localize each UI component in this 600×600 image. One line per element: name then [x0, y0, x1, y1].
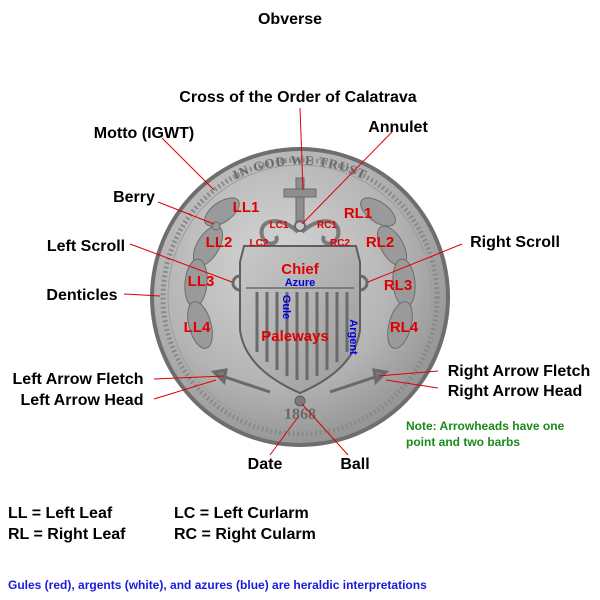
- shield-stripes: [255, 292, 349, 380]
- right-wreath: [360, 197, 416, 349]
- leader-cross: [299, 107, 304, 191]
- curlarms: [259, 219, 341, 246]
- label-rl1: RL1: [344, 205, 372, 222]
- arrowhead-note: Note: Arrowheads have one point and two …: [406, 419, 565, 449]
- label-ll3: LL3: [188, 273, 215, 290]
- leader-annulet: [301, 131, 393, 225]
- label-lc1: LC1: [270, 220, 289, 231]
- right-curlarm: [300, 219, 341, 246]
- annulet: [294, 220, 306, 232]
- heraldic-footnote: Gules (red), argents (white), and azures…: [8, 578, 427, 592]
- right-leaf-4: [387, 301, 413, 349]
- on-coin-labels: LL1 LL2 LL3 LL4 RL1 RL2 RL3 RL4 LC1 LC2 …: [184, 199, 419, 355]
- cross: [283, 177, 317, 232]
- label-ll4: LL4: [184, 319, 211, 336]
- label-cross: Cross of the Order of Calatrava: [179, 89, 417, 106]
- shield-outline: [239, 245, 361, 395]
- label-rc1: RC1: [317, 220, 337, 231]
- label-berry: Berry: [113, 189, 155, 206]
- right-leaf-1: [360, 197, 396, 227]
- ball: [294, 395, 306, 407]
- label-lc2: LC2: [250, 238, 269, 249]
- legend-rl: RL = Right Leaf: [8, 526, 126, 543]
- label-rl2: RL2: [366, 234, 394, 251]
- leader-date: [269, 416, 299, 456]
- leader-berry: [157, 201, 215, 225]
- leader-ball: [301, 403, 349, 456]
- label-left-scroll: Left Scroll: [47, 238, 125, 255]
- label-argent: Argent: [347, 319, 359, 355]
- coin: IN GOD WE TRUST: [150, 147, 450, 447]
- leader-right-fletch: [377, 370, 439, 377]
- inner-border: [167, 164, 433, 430]
- leader-denticles: [123, 293, 161, 297]
- legend-lc: LC = Left Curlarm: [174, 505, 309, 522]
- cross-horizontal: [283, 188, 317, 198]
- label-date: Date: [248, 456, 283, 473]
- label-left-arrow-head: Left Arrow Head: [21, 392, 144, 409]
- label-chief: Chief: [281, 261, 320, 278]
- left-leaf-4: [187, 301, 213, 349]
- label-paleways: Paleways: [261, 328, 329, 345]
- label-right-arrow-head: Right Arrow Head: [448, 383, 583, 400]
- left-arrow: [221, 374, 271, 394]
- leader-right-head: [385, 379, 439, 389]
- legend-rc: RC = Right Cularm: [174, 526, 316, 543]
- shield: [239, 245, 361, 395]
- label-rl4: RL4: [390, 319, 419, 336]
- label-rl3: RL3: [384, 277, 412, 294]
- label-denticles: Denticles: [46, 287, 117, 304]
- legend-ll: LL = Left Leaf: [8, 505, 113, 522]
- leader-right-scroll: [367, 243, 463, 283]
- label-right-scroll: Right Scroll: [470, 234, 560, 251]
- left-curlarm: [259, 219, 300, 246]
- leader-left-scroll: [129, 243, 233, 283]
- leader-left-fletch: [153, 375, 225, 380]
- leader-lines: [123, 107, 463, 456]
- leader-left-head: [153, 379, 217, 400]
- label-azure: Azure: [285, 277, 316, 289]
- label-ball: Ball: [340, 456, 369, 473]
- denticles-ring: [160, 157, 440, 437]
- label-rc2: RC2: [330, 238, 350, 249]
- label-left-arrow-fletch: Left Arrow Fletch: [13, 371, 144, 388]
- label-annulet: Annulet: [368, 119, 428, 136]
- label-gule: Gule: [280, 295, 292, 319]
- label-ll1: LL1: [233, 199, 260, 216]
- leader-motto: [161, 137, 215, 191]
- page-title: Obverse: [258, 11, 322, 28]
- label-right-arrow-fletch: Right Arrow Fletch: [448, 363, 591, 380]
- label-ll2: LL2: [206, 234, 233, 251]
- left-leaf-1: [204, 197, 240, 227]
- right-arrow: [329, 374, 379, 394]
- label-motto: Motto (IGWT): [94, 125, 194, 142]
